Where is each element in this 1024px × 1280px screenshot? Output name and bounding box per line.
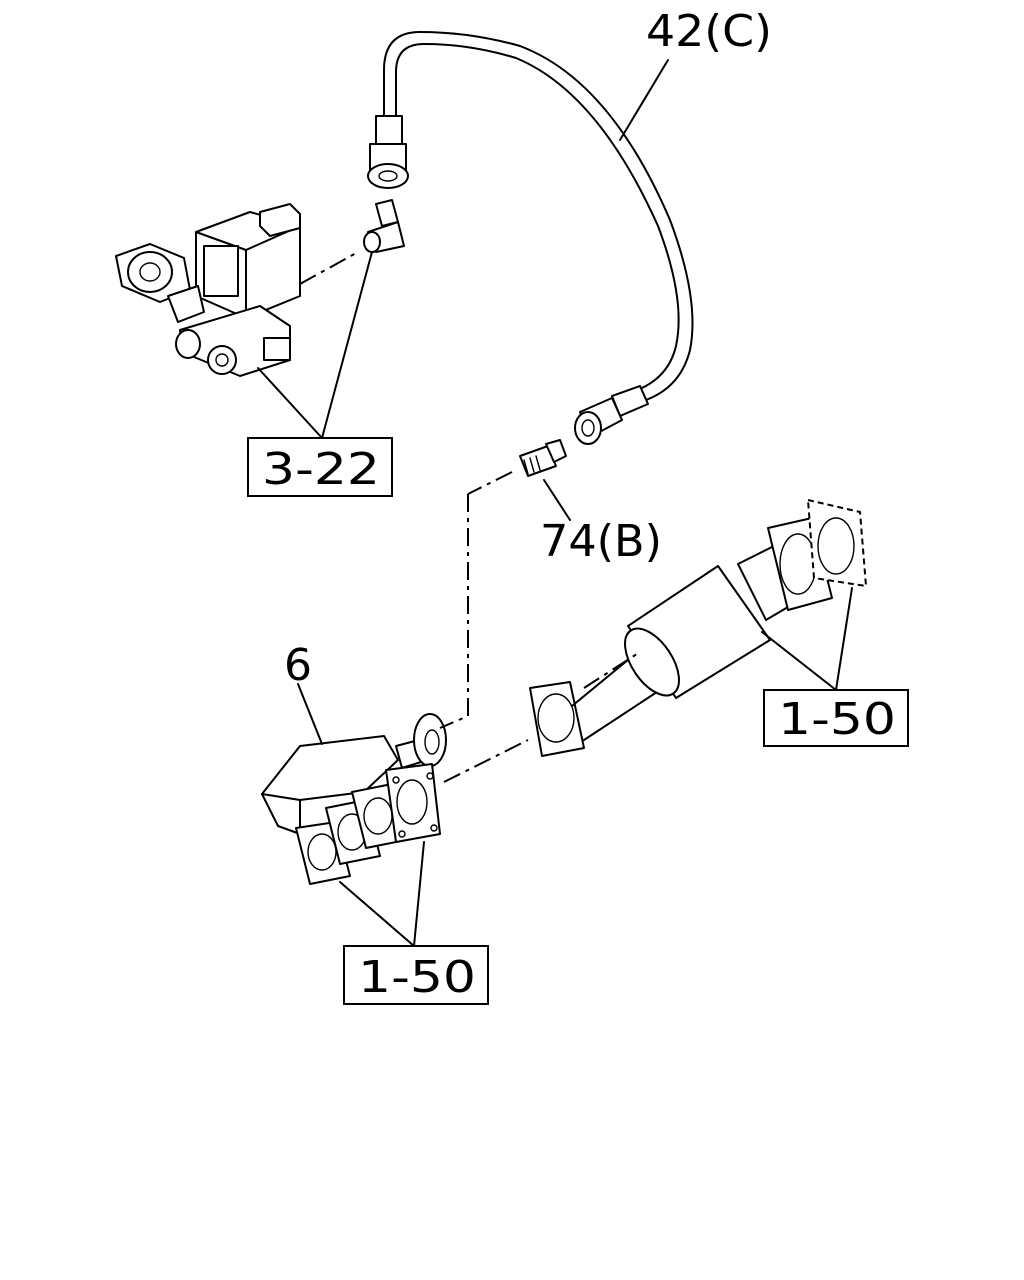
hose-assembly: [367, 31, 694, 445]
connector-fitting: [519, 439, 567, 477]
label-hose-42c: 42(C): [646, 6, 772, 57]
ref-label-flange: 1-50: [358, 952, 476, 1003]
leader-flange-b: [413, 841, 425, 947]
flange-assembly: [295, 763, 441, 885]
leader-connector: [543, 479, 571, 521]
solenoid-valve: [115, 203, 301, 377]
exhaust-pipe: [529, 499, 867, 757]
alignment-line-3: [467, 471, 513, 495]
alignment-line-5: [583, 651, 641, 689]
alignment-line-2: [439, 494, 469, 729]
leader-bracket: [297, 683, 323, 745]
bracket-part: [261, 713, 447, 835]
leader-valve-a: [257, 367, 323, 439]
ref-box-pipe: 1-50: [763, 689, 909, 747]
ref-box-valve: 3-22: [247, 437, 393, 497]
leader-hose: [619, 59, 669, 141]
leader-valve-b: [321, 251, 373, 439]
leader-flange-a: [339, 881, 415, 947]
alignment-line-1: [299, 251, 359, 285]
elbow-fitting: [363, 199, 405, 253]
ref-label-valve: 3-22: [262, 444, 380, 495]
ref-box-flange: 1-50: [343, 945, 489, 1005]
ref-label-pipe: 1-50: [778, 694, 896, 745]
leader-pipe-b: [835, 587, 853, 691]
label-connector-74b: 74(B): [540, 516, 662, 567]
leader-pipe-a: [761, 631, 837, 691]
label-bracket-6: 6: [284, 640, 312, 691]
alignment-line-4: [443, 739, 529, 783]
